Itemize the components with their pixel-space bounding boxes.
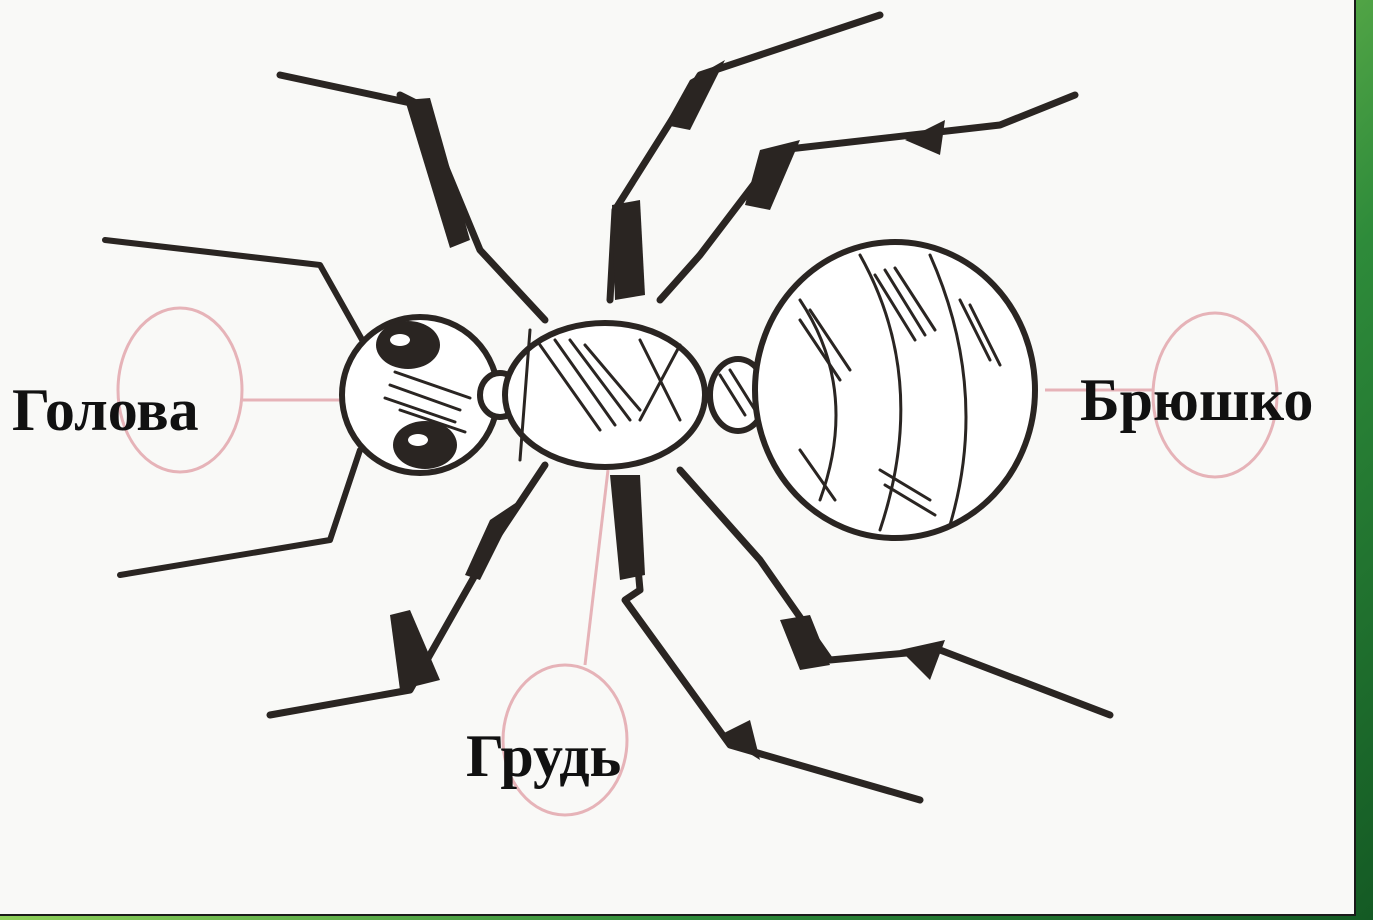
leg-segment [780,615,830,670]
label-head: Голова [12,380,199,440]
thorax-pointer-line [585,470,608,665]
antenna-top [105,240,365,345]
leg-segment [465,500,520,580]
leg-segment [612,200,645,300]
leg-segment [665,60,725,130]
eye-bottom [393,421,457,469]
leg-segment [905,120,945,155]
eye-top-highlight [390,334,410,346]
label-thorax: Грудь [466,726,621,786]
antenna-bottom [120,450,360,575]
leg-segment [405,98,470,248]
eye-bottom-highlight [408,434,428,446]
leg-segment [745,140,800,210]
leg-segment [900,640,945,680]
label-abdomen: Брюшко [1080,370,1313,430]
ant-thorax [505,323,705,467]
leg-segment [610,475,645,580]
eye-top [376,321,440,369]
